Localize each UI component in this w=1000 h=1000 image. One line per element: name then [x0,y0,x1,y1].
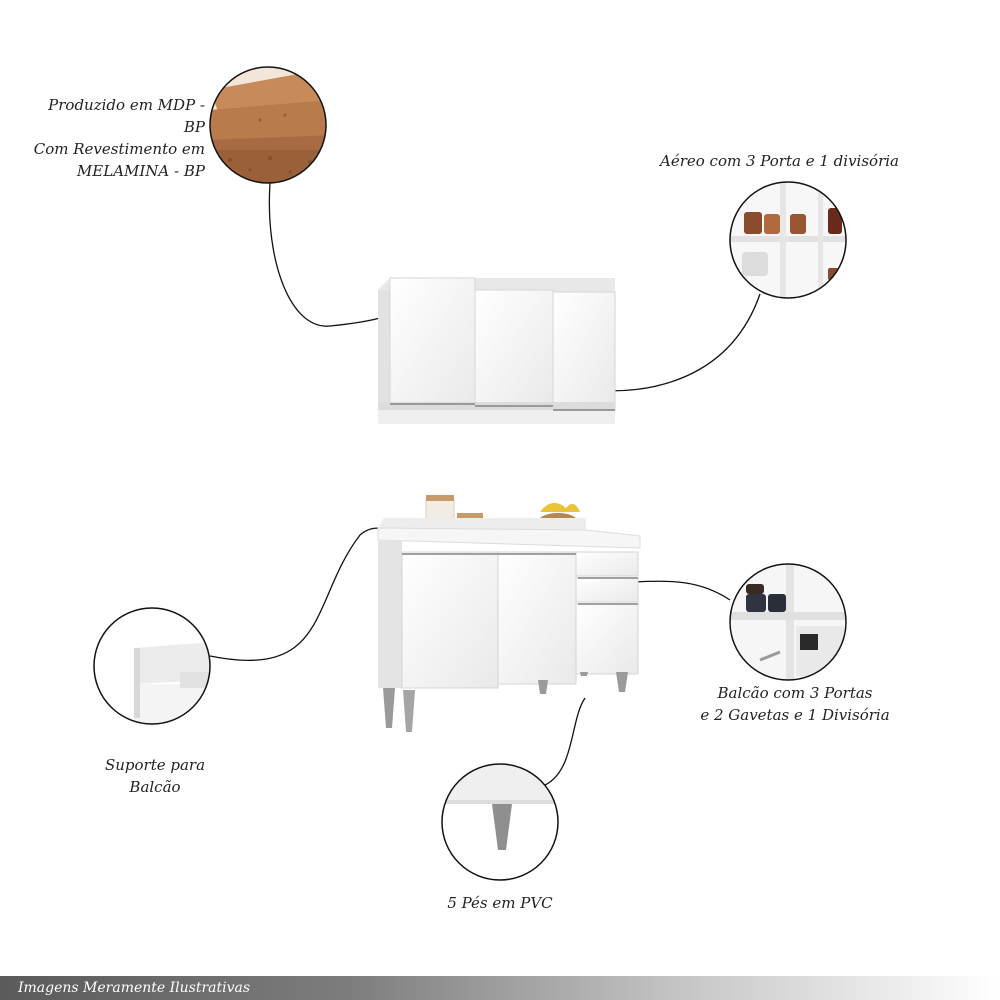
mdp-board-photo [209,66,327,184]
drawer-pots-photo [729,563,847,681]
connector-lines [209,182,761,786]
pvc-foot-photo [441,763,559,881]
footer-disclaimer: Imagens Meramente Ilustrativas [18,980,251,996]
label-suporte: Suporte para Balcão [104,756,206,796]
label-aereo: Aéreo com 3 Porta e 1 divisória [660,152,899,170]
label-material: Produzido em MDP - BP Com Revestimento e… [33,96,205,180]
label-balcao: Balcão com 3 Portas e 2 Gavetas e 1 Divi… [700,684,890,724]
shelf-cups-photo [729,181,847,299]
base-counter [377,495,641,732]
label-pes: 5 Pés em PVC [447,894,553,912]
wall-cabinet [378,277,616,424]
counter-support-photo [93,607,211,725]
footer-bar [0,976,1000,1000]
